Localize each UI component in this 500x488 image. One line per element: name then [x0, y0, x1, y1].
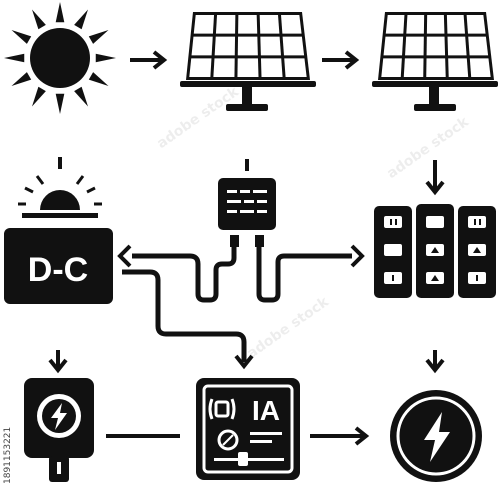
solar-panel-icon	[180, 12, 316, 111]
junction-box-icon	[218, 159, 276, 247]
arrow-down-icon	[48, 350, 68, 374]
sun-ray	[11, 30, 32, 44]
panel-cell	[426, 15, 445, 34]
panel-cell	[446, 15, 465, 34]
sunrise-icon	[18, 157, 102, 218]
panel-cell	[381, 58, 402, 77]
panel-cell	[189, 58, 212, 77]
sun-ray	[88, 72, 109, 86]
panel-cell	[469, 58, 491, 77]
panel-cell	[385, 15, 405, 34]
panel-cell	[426, 58, 446, 77]
sun-ray	[74, 86, 88, 107]
arrow-left-icon	[117, 244, 132, 268]
panel-cell	[281, 15, 302, 34]
sun-icon	[4, 2, 116, 114]
sun-ray	[95, 53, 116, 63]
panel-cell	[193, 15, 215, 34]
panel-cell	[405, 36, 424, 56]
panel-cell	[237, 58, 259, 77]
cable-lines	[122, 246, 352, 362]
panel-cell	[403, 58, 424, 77]
dc-label: D-C	[28, 251, 88, 289]
panel-cell	[448, 58, 469, 77]
panel-cell	[259, 15, 280, 34]
panel-cell	[447, 36, 467, 56]
panel-cell	[466, 15, 486, 34]
panel-cell	[284, 58, 307, 77]
arrow-down-icon	[425, 160, 445, 196]
panel-cell	[426, 36, 446, 56]
panel-cell	[260, 36, 281, 56]
arrow-right-icon	[350, 244, 365, 268]
sun-ray	[74, 9, 88, 30]
panel-cell	[238, 15, 258, 34]
sun-ray	[11, 72, 32, 86]
panel-cell	[191, 36, 213, 56]
panel-cell	[237, 36, 258, 56]
arrow-right-icon	[310, 426, 370, 446]
arrow-right-icon	[130, 50, 168, 70]
stock-id: 1891153221	[3, 426, 13, 484]
dc-converter-box: D-C	[4, 228, 113, 304]
sun-ray	[32, 86, 46, 107]
solar-panel-icon	[372, 12, 498, 111]
panel-cell	[214, 36, 236, 56]
arrow-right-icon	[322, 50, 360, 70]
panel-cell	[383, 36, 404, 56]
sun-ray	[55, 2, 65, 23]
panel-cell	[213, 58, 235, 77]
battery-bank-icon	[374, 204, 496, 298]
ev-charger-icon	[24, 378, 94, 482]
sun-ray	[4, 53, 25, 63]
sun-ray	[32, 9, 46, 30]
panel-cell	[215, 15, 236, 34]
inverter-icon: IA	[196, 378, 300, 480]
sun-ray	[55, 93, 65, 114]
panel-cell	[406, 15, 425, 34]
sun-ray	[88, 30, 109, 44]
panel-cell	[282, 36, 305, 56]
arrow-down-icon	[425, 350, 445, 374]
arrow-down-icon	[234, 354, 254, 370]
panel-cell	[468, 36, 489, 56]
power-bolt-icon	[390, 390, 482, 482]
panel-cell	[260, 58, 283, 77]
controller-label: IA	[252, 395, 280, 426]
